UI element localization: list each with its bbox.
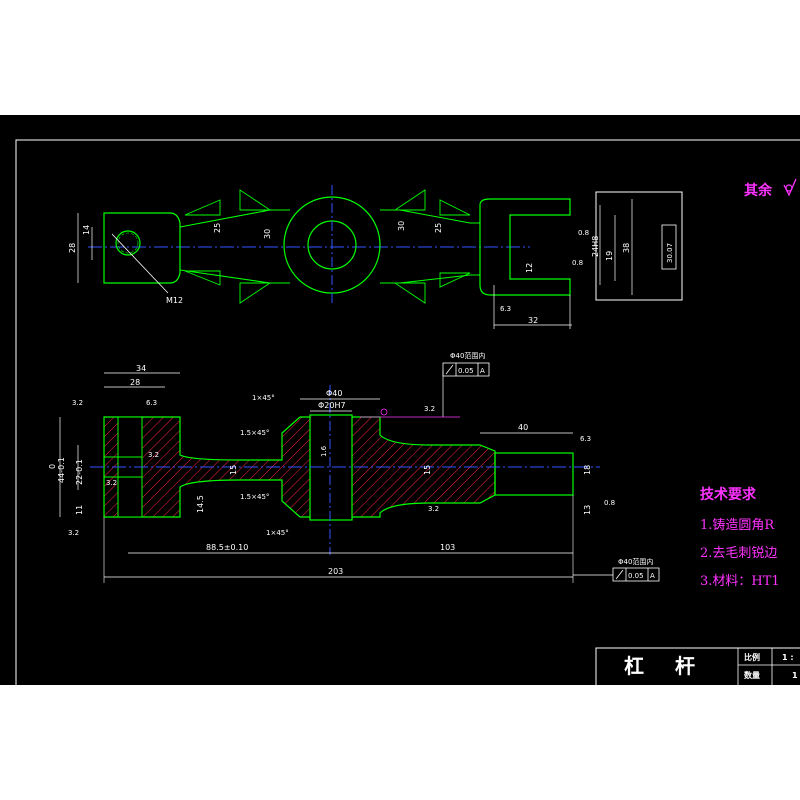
right-shaft	[494, 452, 574, 496]
m12-hole	[115, 230, 141, 256]
svg-text:A: A	[650, 572, 655, 580]
svg-text:38: 38	[622, 243, 631, 253]
svg-text:A: A	[480, 367, 485, 375]
svg-text:3.2: 3.2	[106, 479, 117, 487]
svg-text:44-0.1: 44-0.1	[57, 457, 66, 483]
tech-note-3: 3.材料：HT1	[700, 574, 780, 589]
drawing-frame	[15, 139, 800, 685]
svg-text:30: 30	[263, 229, 272, 239]
svg-text:25: 25	[213, 223, 222, 233]
svg-text:6.3: 6.3	[500, 305, 511, 313]
front-view: 34 28 Φ40 Φ20H7 1×45° 1.5×45° 1.5×45° 1×…	[48, 351, 660, 583]
svg-text:14: 14	[82, 225, 91, 235]
scale-label: 比例	[744, 652, 760, 662]
top-left-boss	[103, 212, 181, 284]
svg-text:1×45°: 1×45°	[266, 529, 289, 537]
svg-text:0.05: 0.05	[628, 572, 644, 580]
svg-text:103: 103	[440, 543, 455, 552]
svg-text:3.2: 3.2	[148, 451, 159, 459]
svg-text:1.6: 1.6	[320, 445, 328, 457]
svg-text:28: 28	[68, 243, 77, 253]
svg-text:0.8: 0.8	[578, 229, 589, 237]
svg-text:3.2: 3.2	[72, 399, 83, 407]
tolerance-frame-top: Φ40范围内 0.05 A	[360, 351, 490, 418]
qty-label: 数量	[744, 670, 760, 680]
svg-text:1×45°: 1×45°	[252, 394, 275, 402]
svg-text:32: 32	[528, 316, 538, 325]
svg-text:11: 11	[75, 505, 84, 515]
tech-note-1: 1.铸造圆角R	[700, 517, 775, 533]
title-block: 杠 杆 比例 1 : 数量 1	[595, 647, 800, 685]
svg-text:0.8: 0.8	[572, 259, 583, 267]
svg-text:0.05: 0.05	[458, 367, 474, 375]
runout-icon	[445, 364, 454, 375]
surface-note: 其余	[744, 178, 797, 199]
qty-value: 1	[792, 671, 798, 680]
svg-text:3.2: 3.2	[424, 405, 435, 413]
part-name: 杠 杆	[624, 654, 707, 678]
svg-text:15: 15	[423, 465, 432, 475]
svg-text:3.2: 3.2	[68, 529, 79, 537]
svg-text:12: 12	[525, 263, 534, 273]
svg-text:Φ40范围内: Φ40范围内	[450, 351, 485, 360]
top-view: 30.07 28 14 25 30 30 25 12 24H8 19 38 32…	[68, 185, 683, 329]
surface-roughness-icon	[783, 178, 797, 197]
svg-text:203: 203	[328, 567, 343, 576]
svg-text:13: 13	[583, 505, 592, 515]
svg-text:18: 18	[583, 465, 592, 475]
svg-text:Φ40范围内: Φ40范围内	[618, 557, 653, 566]
svg-text:88.5±0.10: 88.5±0.10	[206, 543, 248, 552]
tol-box-top: 30.07	[666, 243, 674, 263]
surface-note-text: 其余	[744, 182, 773, 199]
svg-text:Φ40: Φ40	[326, 389, 342, 398]
svg-text:1.5×45°: 1.5×45°	[240, 493, 269, 501]
svg-text:6.3: 6.3	[146, 399, 157, 407]
svg-text:28: 28	[130, 378, 140, 387]
svg-text:0.8: 0.8	[604, 499, 615, 507]
svg-text:15: 15	[229, 465, 238, 475]
scale-value: 1 :	[782, 653, 794, 662]
runout-icon-2	[615, 569, 624, 580]
tech-note-2: 2.去毛刺锐边	[700, 546, 777, 561]
svg-text:24H8: 24H8	[591, 236, 600, 257]
svg-text:M12: M12	[166, 296, 183, 305]
svg-text:25: 25	[434, 223, 443, 233]
svg-text:30: 30	[397, 221, 406, 231]
engineering-drawing: 其余	[15, 139, 800, 685]
svg-text:22-0.1: 22-0.1	[75, 459, 84, 485]
svg-text:6.3: 6.3	[580, 435, 591, 443]
svg-text:0: 0	[48, 464, 57, 469]
svg-text:34: 34	[136, 364, 146, 373]
svg-text:1.5×45°: 1.5×45°	[240, 429, 269, 437]
tolerance-frame-bottom: Φ40范围内 0.05 A	[573, 557, 660, 582]
svg-text:40: 40	[518, 423, 528, 432]
svg-text:Φ20H7: Φ20H7	[318, 401, 346, 410]
tech-notes: 技术要求 1.铸造圆角R 2.去毛刺锐边 3.材料：HT1	[700, 486, 780, 589]
svg-text:14.5: 14.5	[196, 495, 205, 513]
svg-text:3.2: 3.2	[428, 505, 439, 513]
svg-text:19: 19	[605, 251, 614, 261]
cad-viewport[interactable]: 其余	[0, 115, 800, 685]
side-view-box	[595, 191, 683, 301]
tech-notes-title: 技术要求	[700, 486, 757, 503]
